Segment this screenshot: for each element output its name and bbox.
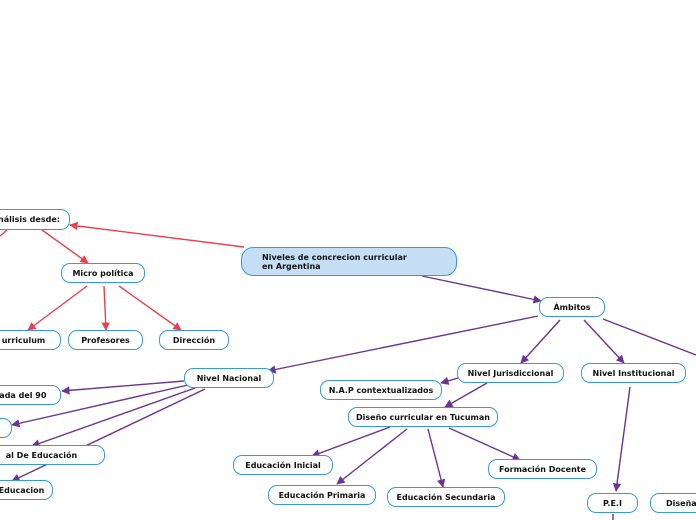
node-profesores[interactable]: Profesores xyxy=(68,330,143,350)
link-institucional-pei xyxy=(612,386,631,492)
node-pei[interactable]: P.E.I xyxy=(587,493,638,513)
node-educacion[interactable]: Educacion xyxy=(0,480,53,500)
node-ley-educacion[interactable]: al De Educación xyxy=(0,445,105,465)
node-nap-contextualizados[interactable]: N.A.P contextualizados xyxy=(320,380,442,400)
node-ambitos[interactable]: Ámbitos xyxy=(539,297,605,317)
node-decada-90[interactable]: cada del 90 xyxy=(0,385,61,405)
link-nacional-blank xyxy=(11,384,189,428)
link-micro-direccion xyxy=(118,285,182,331)
node-nivel-institucional[interactable]: Nivel Institucional xyxy=(581,363,686,383)
link-ambitos-jurisdiccional xyxy=(520,319,561,364)
node-niveles-concrecion[interactable]: Niveles de concrecion curricular en Arge… xyxy=(241,247,457,276)
node-educacion-primaria[interactable]: Educación Primaria xyxy=(268,485,376,505)
link-ambitos-nacional xyxy=(267,315,539,374)
link-jurisdiccional-nap xyxy=(440,376,459,385)
node-diseno-tucuman[interactable]: Diseño curricular en Tucuman xyxy=(348,407,498,427)
link-nacional-ley xyxy=(31,387,196,448)
node-formacion-docente[interactable]: Formación Docente xyxy=(488,459,597,479)
node-educacion-secundaria[interactable]: Educación Secundaria xyxy=(387,487,505,507)
link-tucuman-docente xyxy=(448,427,521,461)
link-tucuman-primaria xyxy=(336,428,408,485)
node-micro-politica[interactable]: Micro política xyxy=(61,263,145,283)
node-nivel-nacional[interactable]: Nivel Nacional xyxy=(184,368,274,388)
link-main-ambitos xyxy=(421,275,542,304)
link-micro-curriculum xyxy=(27,285,88,331)
node-analisis-desde[interactable]: nálisis desde: xyxy=(0,209,70,230)
link-jurisdiccional-tucuman xyxy=(444,382,488,408)
node-nivel-jurisdiccional[interactable]: Nivel Jurisdiccional xyxy=(457,363,564,383)
link-nacional-decada xyxy=(61,380,185,395)
link-micro-profesores xyxy=(101,285,110,331)
link-nacional-educacion xyxy=(11,388,206,482)
link-tucuman-secundaria xyxy=(427,428,446,488)
node-disenar[interactable]: Diseñar xyxy=(650,493,696,513)
node-curriculum[interactable]: urriculum xyxy=(0,330,61,350)
link-ambitos-institucional xyxy=(583,319,625,364)
link-ambitos-right xyxy=(602,318,696,356)
link-analisis-left xyxy=(0,229,8,237)
node-educacion-inicial[interactable]: Educación Inicial xyxy=(233,455,333,475)
link-main-analisis xyxy=(69,221,245,248)
link-analisis-micro xyxy=(41,229,89,264)
link-tucuman-inicial xyxy=(311,426,391,458)
node-direccion[interactable]: Dirección xyxy=(159,330,229,350)
